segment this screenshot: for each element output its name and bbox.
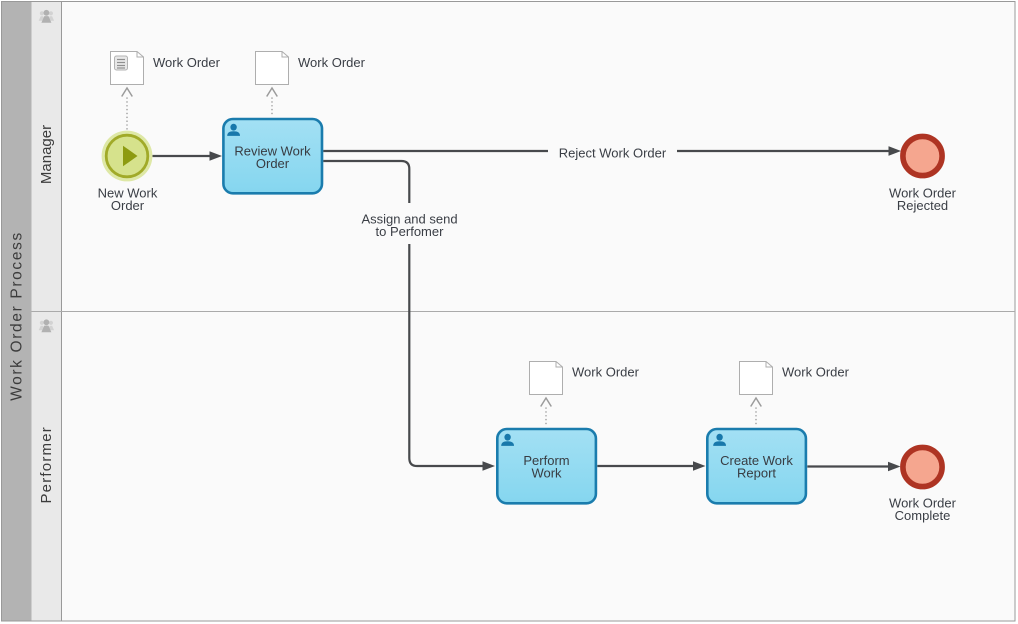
svg-text:Performer: Performer xyxy=(38,426,55,503)
svg-text:Work Order Process: Work Order Process xyxy=(9,231,26,401)
svg-text:Order: Order xyxy=(256,156,290,171)
svg-text:Work Order: Work Order xyxy=(782,365,850,380)
svg-text:Order: Order xyxy=(111,198,145,213)
svg-text:Work: Work xyxy=(531,466,562,481)
svg-text:Perform: Perform xyxy=(523,453,569,468)
svg-text:Work Order: Work Order xyxy=(298,55,366,70)
svg-text:Review Work: Review Work xyxy=(234,143,311,158)
svg-text:Work Order: Work Order xyxy=(153,55,221,70)
svg-text:Reject Work Order: Reject Work Order xyxy=(559,146,667,161)
svg-text:Create Work: Create Work xyxy=(720,453,793,468)
svg-text:Assign and send: Assign and send xyxy=(361,212,457,227)
svg-text:Report: Report xyxy=(737,466,776,481)
svg-text:Complete: Complete xyxy=(895,508,951,523)
svg-text:Work Order: Work Order xyxy=(889,185,957,200)
svg-text:Work Order: Work Order xyxy=(889,495,957,510)
svg-text:Manager: Manager xyxy=(38,125,55,184)
svg-text:to Perfomer: to Perfomer xyxy=(376,224,445,239)
svg-text:Rejected: Rejected xyxy=(897,198,948,213)
svg-text:New Work: New Work xyxy=(98,185,158,200)
svg-text:Work Order: Work Order xyxy=(572,365,640,380)
